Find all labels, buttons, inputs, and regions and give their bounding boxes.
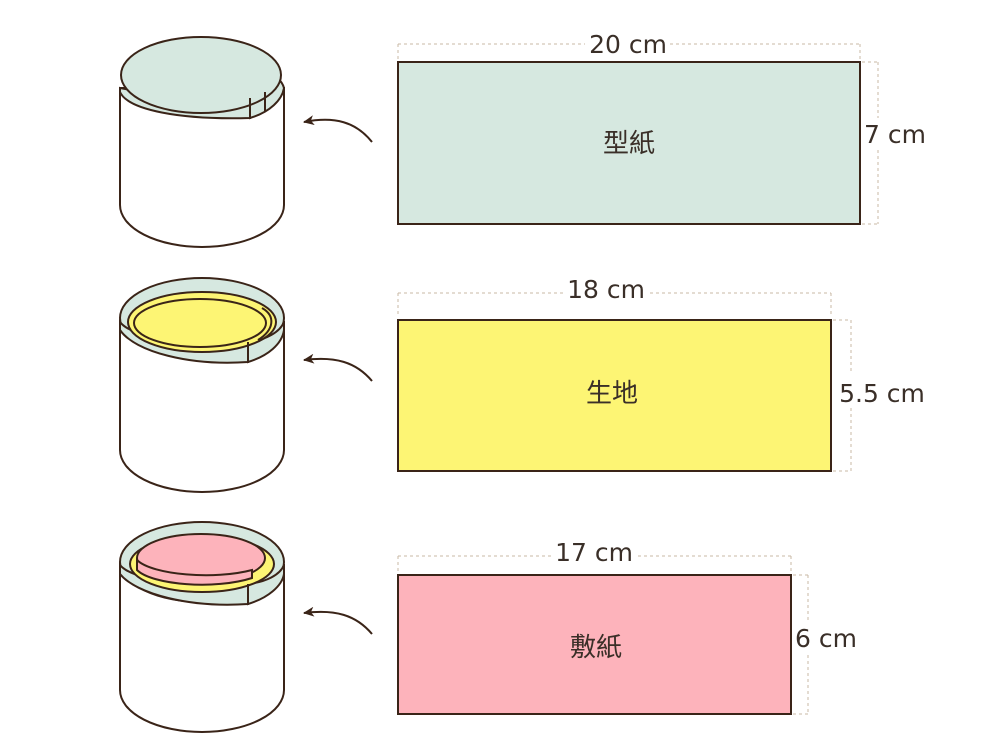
liner-height-dimension: 6 cm: [793, 574, 857, 715]
fabric-rect: [397, 319, 832, 472]
step-pattern-paper: 20 cm 7 cm 型紙: [119, 30, 926, 248]
fabric-width-label: 18 cm: [567, 275, 645, 304]
fabric-label: 生地: [586, 379, 638, 409]
pattern-height-dimension: 7 cm: [862, 61, 926, 225]
pattern-paper-rect: [397, 61, 861, 225]
fabric-width-dimension: 18 cm: [397, 275, 832, 317]
liner-paper-label: 敷紙: [570, 633, 622, 663]
pattern-width-dimension: 20 cm: [397, 30, 861, 60]
pattern-paper-label: 型紙: [603, 129, 655, 159]
step-fabric: 18 cm 5.5 cm 生地: [119, 275, 925, 493]
fabric-inner-ellipse: [133, 298, 267, 348]
arrow-3: [303, 606, 373, 635]
liner-paper-rect: [397, 574, 792, 715]
pattern-height-label: 7 cm: [864, 120, 926, 149]
liner-width-dimension: 17 cm: [397, 538, 792, 573]
liner-height-label: 6 cm: [795, 624, 857, 653]
cylinder-fabric: [119, 277, 285, 493]
pattern-width-label: 20 cm: [589, 30, 667, 59]
arrow-1: [303, 115, 373, 143]
pattern-top-ellipse: [120, 36, 282, 114]
step-liner-paper: 17 cm 6 cm 敷紙: [119, 521, 857, 733]
fabric-height-label: 5.5 cm: [839, 379, 925, 408]
liner-width-label: 17 cm: [555, 538, 633, 567]
cylinder-pattern-paper: [119, 36, 286, 248]
arrow-2: [303, 353, 373, 382]
fabric-height-dimension: 5.5 cm: [833, 319, 925, 472]
cylinder-liner: [119, 521, 285, 733]
